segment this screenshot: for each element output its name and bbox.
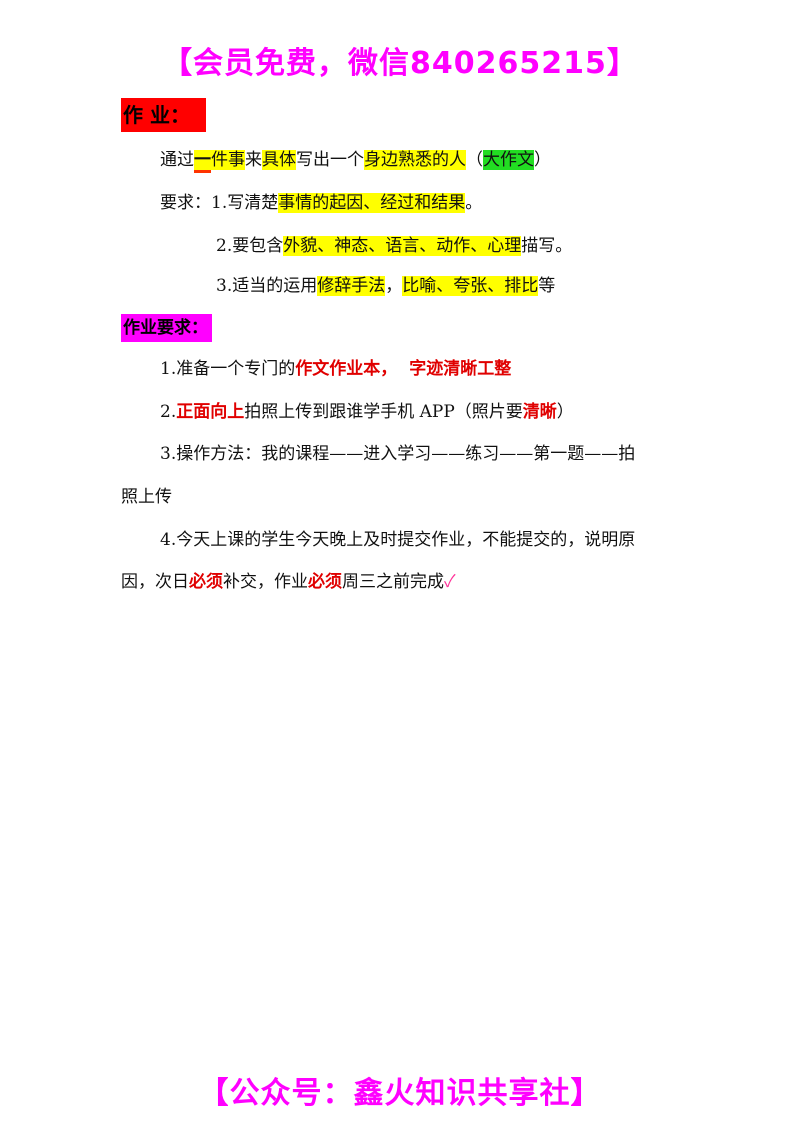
task-text: 通过 bbox=[160, 150, 194, 170]
req-text: 要求：1.写清楚 bbox=[160, 193, 279, 213]
hw-emphasis: 必须 bbox=[308, 572, 342, 592]
hw-text: 周三之前完成 bbox=[342, 572, 444, 592]
homework-item-3-line2: 照上传 bbox=[121, 487, 172, 507]
task-type: 大作文 bbox=[483, 150, 534, 170]
requirement-2: 2.要包含外貌、神态、语言、动作、心理描写。 bbox=[216, 232, 572, 260]
hw-text: 补交，作业 bbox=[223, 572, 308, 592]
hw-emphasis: 字迹清晰工整 bbox=[409, 359, 512, 379]
banner-bottom: 【公众号：鑫火知识共享社】 bbox=[198, 1076, 602, 1111]
task-line: 通过一件事来具体写出一个身边熟悉的人（大作文） bbox=[160, 146, 551, 174]
req-text: 2.要包含 bbox=[216, 236, 284, 256]
task-one: 一 bbox=[194, 150, 211, 173]
req-highlight: 事情的起因、经过和结果 bbox=[278, 193, 466, 213]
requirement-1: 要求：1.写清楚事情的起因、经过和结果。 bbox=[160, 189, 482, 217]
req-text: 。 bbox=[465, 193, 483, 213]
req-highlight: 修辞手法 bbox=[317, 276, 386, 296]
hw-text: 1.准备一个专门的 bbox=[160, 359, 296, 379]
req-highlight: 外貌、神态、语言、动作、心理 bbox=[283, 236, 522, 256]
homework-item-4-line1: 4.今天上课的学生今天晚上及时提交作业，不能提交的，说明原 bbox=[160, 530, 636, 550]
hw-text: 拍照上传到跟谁学手机 APP（照片要 bbox=[244, 402, 523, 422]
hw-emphasis: 必须 bbox=[189, 572, 223, 592]
hw-emphasis: 作文作业本， bbox=[295, 359, 398, 379]
hw-text: 因，次日 bbox=[121, 572, 189, 592]
hw-text: 2. bbox=[160, 402, 177, 422]
task-subject: 身边熟悉的人 bbox=[364, 150, 466, 170]
task-text: （ bbox=[466, 150, 483, 170]
hw-emphasis: 正面向上 bbox=[176, 402, 245, 422]
task-text: ） bbox=[534, 150, 551, 170]
task-text: 具体 bbox=[262, 150, 296, 170]
homework-item-3-line1: 3.操作方法：我的课程——进入学习——练习——第一题——拍 bbox=[160, 444, 636, 464]
homework-item-2: 2.正面向上拍照上传到跟谁学手机 APP（照片要清晰） bbox=[160, 398, 574, 426]
banner-top: 【会员免费，微信840265215】 bbox=[162, 46, 638, 81]
checkmark-icon: ✓ bbox=[444, 572, 456, 592]
task-text: 写出一个 bbox=[296, 150, 364, 170]
task-text: 来 bbox=[245, 150, 262, 170]
req-highlight: 比喻、夸张、排比 bbox=[402, 276, 539, 296]
hw-text: ） bbox=[556, 402, 574, 422]
req-text: 等 bbox=[538, 276, 556, 296]
hw-emphasis: 清晰 bbox=[522, 402, 557, 422]
task-text: 件事 bbox=[211, 150, 245, 170]
req-text: ， bbox=[385, 276, 403, 296]
homework-requirements-heading: 作业要求： bbox=[121, 314, 212, 342]
req-text: 3.适当的运用 bbox=[216, 276, 318, 296]
homework-item-4-line2: 因，次日必须补交，作业必须周三之前完成✓ bbox=[121, 568, 456, 596]
req-text: 描写。 bbox=[521, 236, 573, 256]
requirement-3: 3.适当的运用修辞手法，比喻、夸张、排比等 bbox=[216, 272, 555, 300]
homework-heading: 作 业： bbox=[121, 98, 206, 132]
homework-item-1: 1.准备一个专门的作文作业本， 字迹清晰工整 bbox=[160, 355, 511, 383]
